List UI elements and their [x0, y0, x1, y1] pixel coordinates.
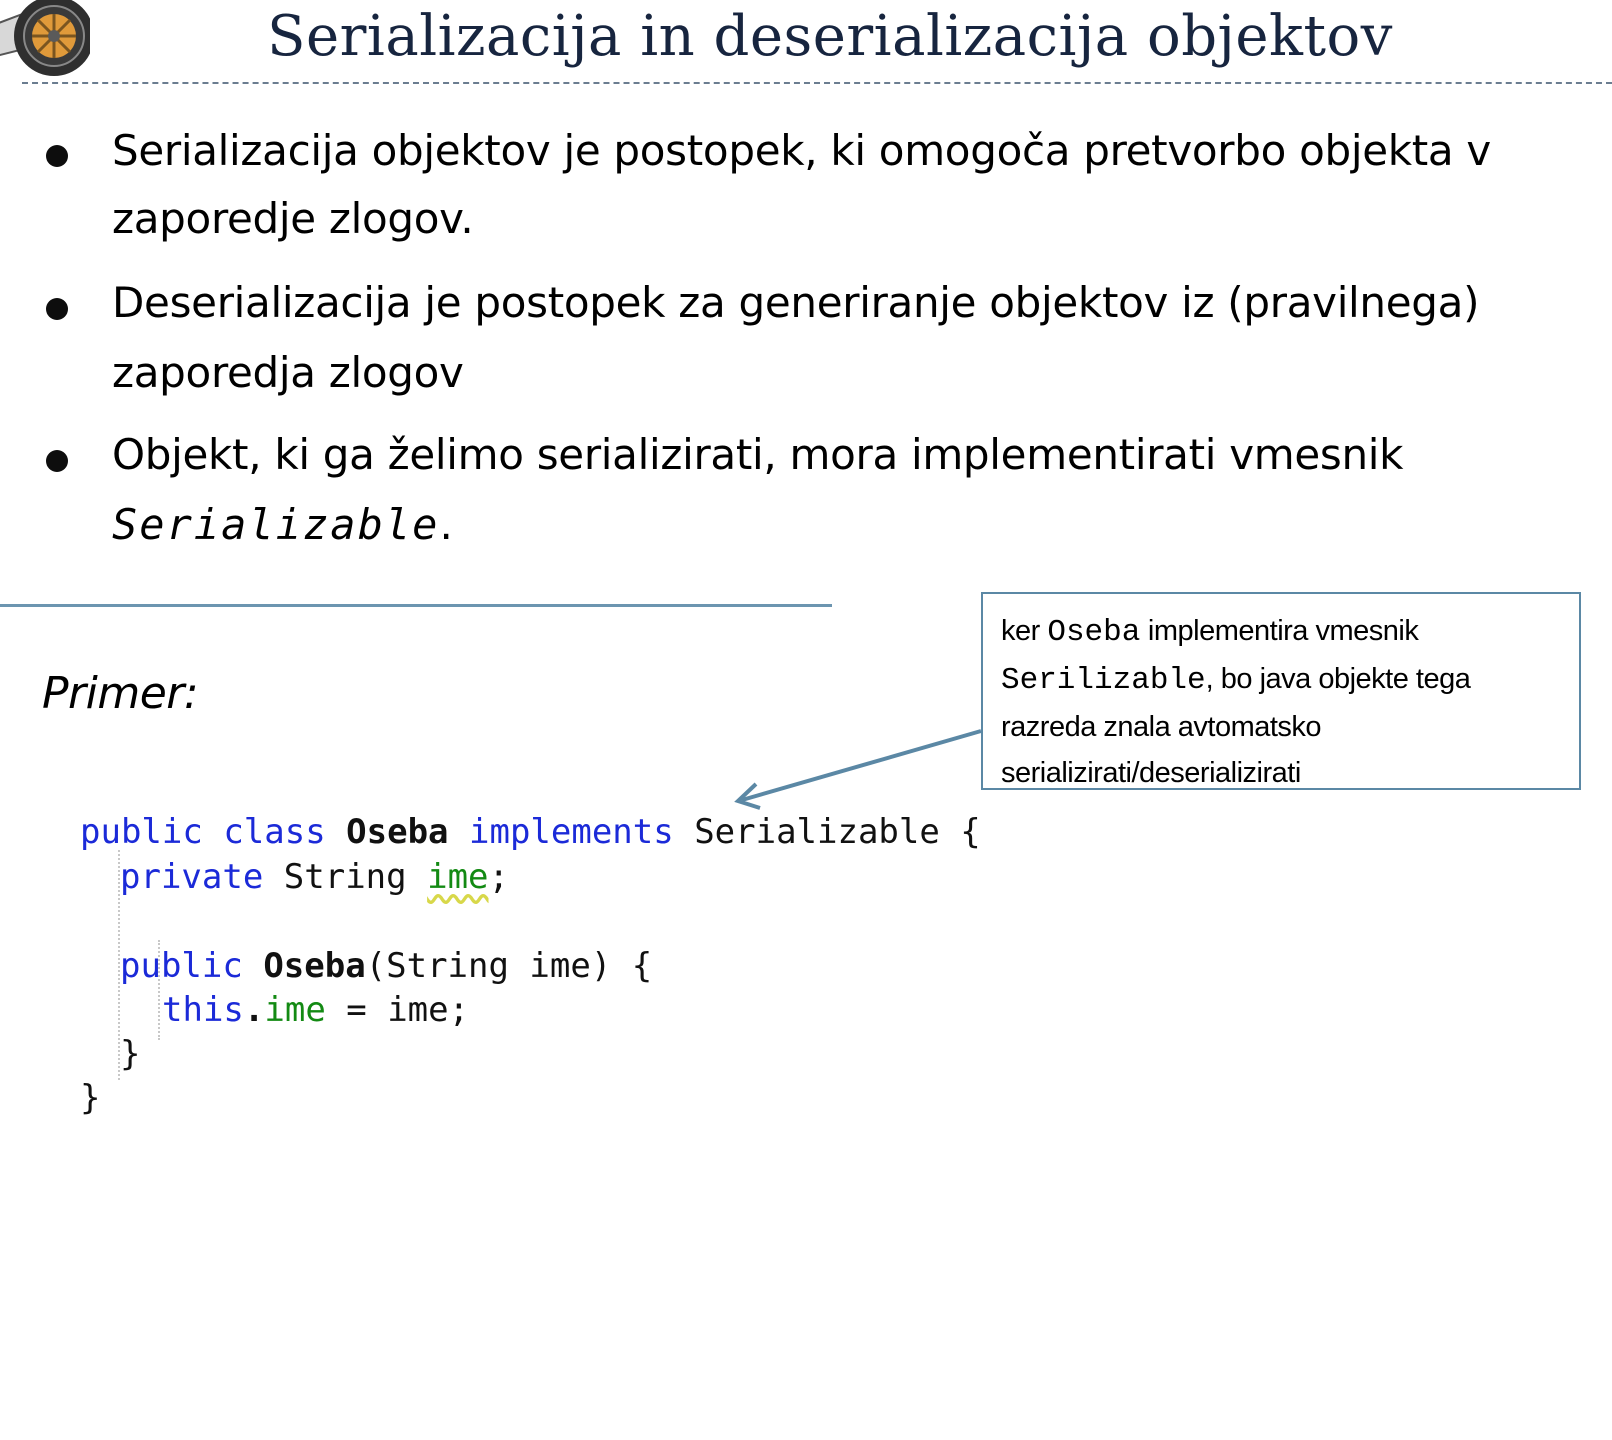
callout-line-3: razreda znala avtomatsko — [1001, 711, 1322, 743]
section-divider — [0, 604, 832, 607]
callout-line-2: Serilizable, bo java objekte tega — [1001, 663, 1471, 698]
bullet-1-line-2: zaporedje zlogov. — [112, 194, 474, 243]
code-line-1: public class Oseba implements Serializab… — [80, 812, 981, 852]
code-block: public class Oseba implements Serializab… — [80, 810, 981, 1440]
bullet-3-tail: . — [439, 500, 453, 549]
callout-box: ker Oseba implementira vmesnik Serilizab… — [981, 592, 1581, 790]
code-line-4: public Oseba(String ime) { — [120, 946, 653, 986]
code-line-5: this.ime = ime; — [162, 990, 470, 1030]
wheel-logo-icon — [0, 0, 90, 76]
callout-code-oseba: Oseba — [1047, 615, 1141, 650]
primer-label: Primer: — [42, 668, 199, 719]
bullet-dot — [46, 450, 68, 472]
code-line-7: } — [80, 1078, 101, 1118]
indent-guide — [158, 940, 160, 1040]
bullet-2-line-1: Deserializacija je postopek za generiran… — [112, 278, 1480, 327]
code-line-6: } — [120, 1034, 141, 1074]
bullet-dot — [46, 145, 68, 167]
callout-code-serilizable: Serilizable — [1001, 663, 1206, 698]
title-divider — [22, 82, 1612, 84]
bullet-dot — [46, 298, 68, 320]
bullet-2-line-2: zaporedja zlogov — [112, 348, 464, 397]
indent-guide — [118, 850, 120, 1080]
code-line-2: private String ime; — [120, 857, 509, 897]
callout-line-1: ker Oseba implementira vmesnik — [1001, 615, 1419, 650]
slide-title: Serializacija in deserializacija objekto… — [267, 4, 1393, 69]
serializable-code: Serializable — [112, 500, 440, 549]
bullet-1-line-1: Serializacija objektov je postopek, ki o… — [112, 126, 1491, 175]
callout-line-4: serializirati/deserializirati — [1001, 757, 1301, 789]
bullet-3-line-1: Objekt, ki ga želimo serializirati, mora… — [112, 430, 1404, 479]
bullet-3-line-2: Serializable. — [112, 500, 453, 549]
